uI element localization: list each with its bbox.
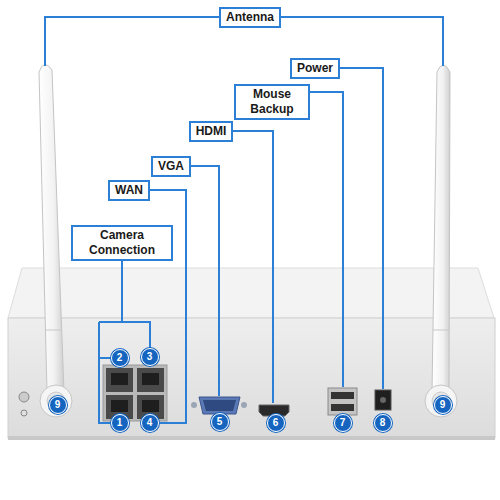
vga-screw [191,402,197,408]
bracket-line [99,322,111,423]
label-box: Camera Connection [71,225,173,261]
vga-screw [241,402,247,408]
power-jack [375,390,391,410]
label-box: Power [290,58,340,79]
usb-slot [331,392,354,399]
device-shadow [8,436,495,440]
leader-line [171,166,219,396]
power-pin [380,397,386,403]
callout-number: 8 [374,414,392,432]
usb-port [328,388,357,415]
callout-number: 6 [267,414,285,432]
bracket-line [99,322,150,348]
callout-number: 3 [141,348,159,366]
vga-opening [203,400,236,411]
part-name: Camera Connection [78,228,166,258]
vga-port [199,397,240,414]
callout-number: 9 [434,396,452,414]
rj45-opening [111,400,128,412]
callout-number: 9 [49,396,67,414]
callout-number: 1 [111,414,129,432]
part-name: VGA [158,159,184,174]
rj45-port [106,368,133,392]
part-name: Mouse Backup [241,87,303,117]
callout-number: 2 [111,349,129,367]
rj45-opening [111,373,128,385]
antenna-joint [433,330,449,331]
leader-line [211,131,273,403]
device-top [8,268,494,318]
label-box: HDMI [189,121,234,142]
ground-screw [19,392,29,402]
usb-slot [331,404,354,411]
rj45-opening [142,373,159,385]
leader-line [272,92,343,387]
part-name: WAN [115,183,143,198]
leader-line [315,68,383,389]
device-front [8,318,495,438]
antenna-joint [46,330,62,331]
antenna-base [40,385,72,417]
ground-symbol [21,410,27,416]
label-box: VGA [151,156,191,177]
rj45-frame [103,365,167,421]
label-box: WAN [108,180,150,201]
label-box: Mouse Backup [234,84,310,120]
part-name: Power [297,61,333,76]
antenna [432,65,450,392]
label-box: Antenna [219,7,281,28]
callout-number: 5 [211,413,229,431]
rj45-opening [142,400,159,412]
antenna [39,64,64,392]
part-name: Antenna [226,10,274,25]
callout-number: 7 [334,414,352,432]
part-name: HDMI [196,124,227,139]
rj45-port [137,368,164,392]
callout-number: 4 [141,414,159,432]
bracket-line [99,357,111,359]
antenna-base [425,385,457,417]
